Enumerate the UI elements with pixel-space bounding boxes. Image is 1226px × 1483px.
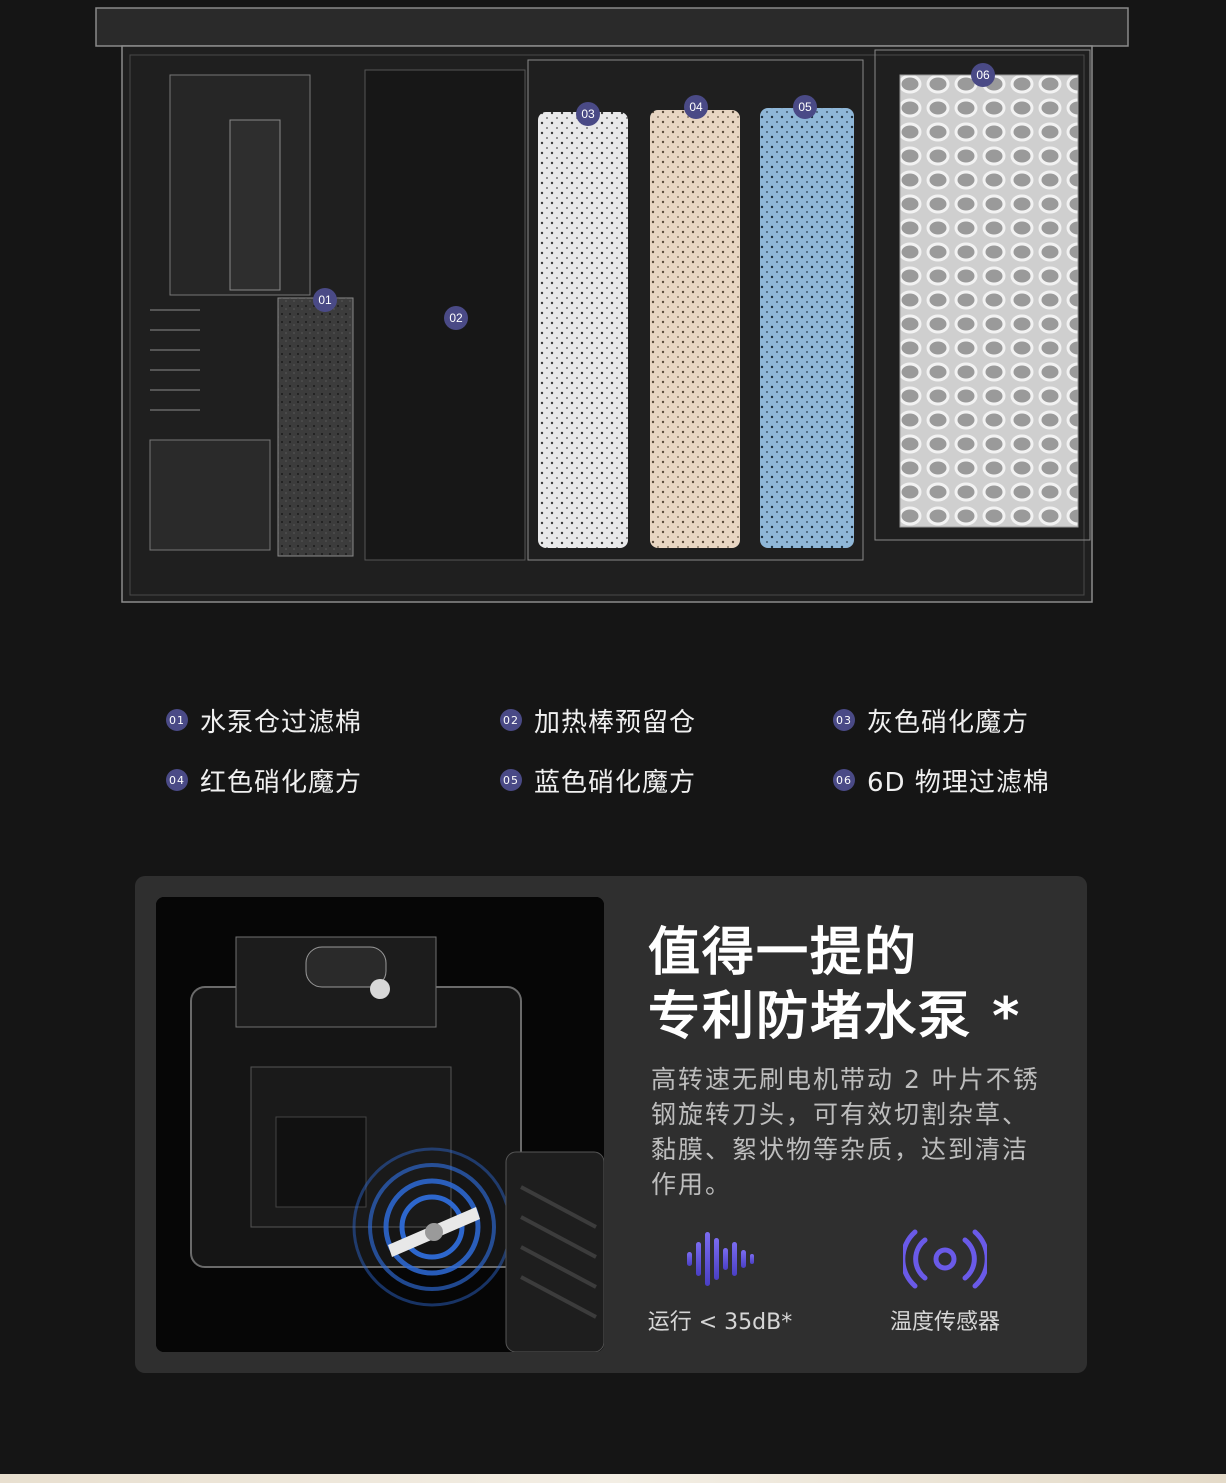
legend-number-badge: 06	[833, 769, 855, 791]
marker-03: 03	[581, 107, 595, 121]
spec-noise: 运行 < 35dB*	[640, 1228, 800, 1336]
sensor-signal-icon	[903, 1229, 987, 1289]
legend-label: 红色硝化魔方	[200, 767, 363, 798]
marker-01: 01	[318, 293, 332, 307]
legend-label: 灰色硝化魔方	[867, 707, 1030, 738]
description-line: 作用。	[651, 1170, 733, 1199]
legend-label: 加热棒预留仓	[534, 707, 697, 738]
feature-description: 高转速无刷电机带动 2 叶片不锈 钢旋转刀头，可有效切割杂草、 黏膜、絮状物等杂…	[651, 1062, 1063, 1202]
legend-item-02: 02 加热棒预留仓	[500, 700, 696, 740]
next-section-edge	[0, 1474, 1226, 1483]
marker-02: 02	[449, 311, 463, 325]
marker-06: 06	[976, 68, 990, 82]
spec-temperature-sensor: 温度传感器	[865, 1228, 1025, 1336]
legend-number-badge: 05	[500, 769, 522, 791]
legend-item-05: 05 蓝色硝化魔方	[500, 760, 696, 800]
legend-item-03: 03 灰色硝化魔方	[833, 700, 1029, 740]
feature-title-line2: 专利防堵水泵 *	[648, 987, 1022, 1047]
legend-number-badge: 02	[500, 709, 522, 731]
legend-label: 水泵仓过滤棉	[200, 707, 363, 738]
feature-title: 值得一提的 专利防堵水泵 *	[648, 921, 1068, 1049]
marker-05: 05	[798, 100, 812, 114]
legend-item-04: 04 红色硝化魔方	[166, 760, 362, 800]
legend-label: 蓝色硝化魔方	[534, 767, 697, 798]
pump-feature-card: 值得一提的 专利防堵水泵 * 高转速无刷电机带动 2 叶片不锈 钢旋转刀头，可有…	[135, 876, 1087, 1373]
legend-item-06: 06 6D 物理过滤棉	[833, 760, 1050, 800]
legend-label: 6D 物理过滤棉	[867, 767, 1050, 798]
legend-item-01: 01 水泵仓过滤棉	[166, 700, 362, 740]
legend-number-badge: 04	[166, 769, 188, 791]
sound-wave-icon	[687, 1232, 754, 1286]
marker-04: 04	[689, 100, 703, 114]
spec-noise-label: 运行 < 35dB*	[647, 1310, 793, 1335]
component-legend: 01 水泵仓过滤棉 02 加热棒预留仓 03 灰色硝化魔方 04 红色硝化魔方 …	[0, 690, 1226, 820]
feature-title-line1: 值得一提的	[648, 923, 919, 983]
description-line: 高转速无刷电机带动 2 叶片不锈	[651, 1065, 1040, 1094]
legend-number-badge: 03	[833, 709, 855, 731]
description-line: 黏膜、絮状物等杂质，达到清洁	[651, 1135, 1030, 1164]
filter-tank-illustration: 01 02 03 04 05 06	[0, 0, 1226, 640]
legend-number-badge: 01	[166, 709, 188, 731]
pump-illustration	[156, 897, 604, 1352]
description-line: 钢旋转刀头，可有效切割杂草、	[651, 1100, 1030, 1129]
spec-sensor-label: 温度传感器	[889, 1310, 1000, 1335]
